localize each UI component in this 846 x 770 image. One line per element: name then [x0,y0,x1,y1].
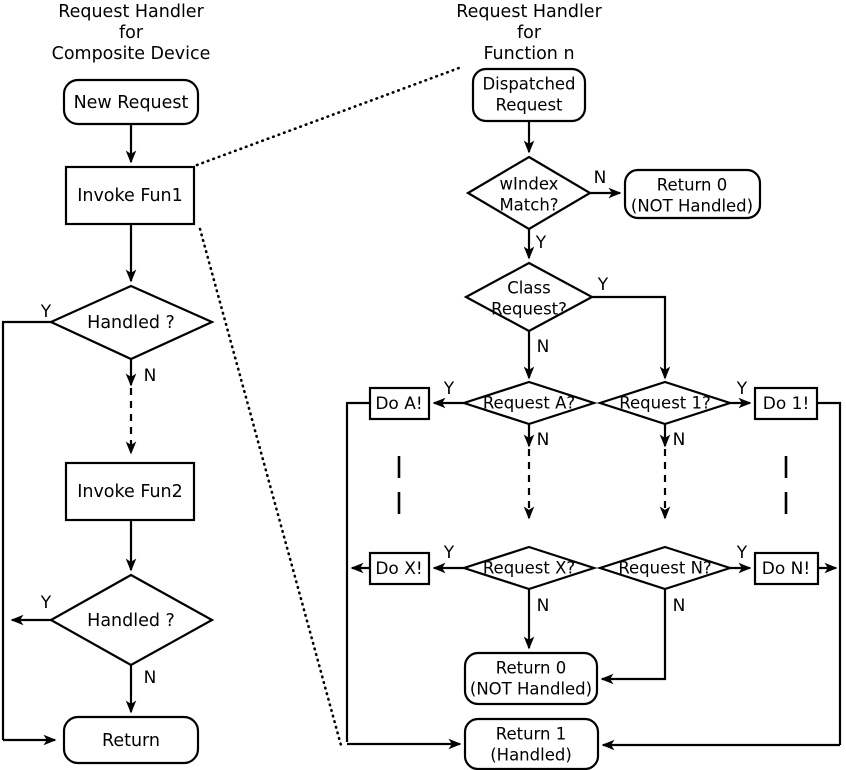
branch-label-requestn-y: Y [736,543,748,563]
node-do-x: Do X! [368,551,431,586]
node-return0-bottom-line1: Return 0 [496,659,567,678]
node-handled-1-label: Handled ? [87,313,175,333]
node-return1-line2: (Handled) [490,746,572,765]
edge-do1-to-right-bus [817,401,842,745]
node-return0-bottom: Return 0 (NOT Handled) [463,651,599,706]
node-return1-line1: Return 1 [496,725,567,744]
node-do-1: Do 1! [753,386,819,421]
branch-label-request1-y: Y [736,379,748,399]
title-left: Request Handler for Composite Device [52,2,211,64]
node-handled-1: Handled ? [48,284,215,361]
node-return0-bottom-line2: (NOT Handled) [470,680,592,699]
edge-handled1-yes-to-left-bus [1,320,51,740]
branch-label-windex-n: N [594,168,607,188]
node-invoke-fun2-label: Invoke Fun2 [77,482,183,502]
node-invoke-fun1: Invoke Fun1 [64,165,196,226]
branch-label-class-y: Y [597,275,609,295]
branch-label-handled1-n: N [144,366,157,386]
node-do-1-label: Do 1! [763,394,810,414]
node-return0-top: Return 0 (NOT Handled) [623,168,762,220]
node-request-x-label: Request X? [483,559,575,578]
node-return-left-label: Return [102,731,160,751]
node-return0-top-line1: Return 0 [657,176,728,195]
node-windex-match: wIndex Match? [465,155,593,231]
node-invoke-fun1-label: Invoke Fun1 [77,186,183,206]
title-right-line1: Request Handler [456,2,602,22]
node-do-n: Do N! [753,551,820,586]
branch-label-request1-n: N [673,430,686,450]
node-handled-2: Handled ? [48,573,215,667]
node-windex-match-line1: wIndex [500,175,559,194]
node-request-n: Request N? [596,545,734,591]
branch-label-handled2-y: Y [40,593,52,613]
node-request-a-label: Request A? [483,394,575,413]
branch-label-requesta-n: N [537,430,550,450]
node-request-n-label: Request N? [618,559,711,578]
node-dispatched-request-line1: Dispatched [482,75,575,94]
branch-label-class-n: N [537,337,550,357]
node-do-n-label: Do N! [762,559,810,579]
title-right: Request Handler for Function n [456,2,602,64]
branch-label-handled1-y: Y [40,302,52,322]
branch-label-requestn-n: N [673,596,686,616]
node-do-x-label: Do X! [375,559,422,579]
node-request-a: Request A? [460,380,598,426]
node-request-x: Request X? [460,545,598,591]
node-return0-top-line2: (NOT Handled) [631,197,753,216]
callout-line-top [195,66,461,167]
title-left-line3: Composite Device [52,44,211,64]
node-new-request: New Request [62,78,200,126]
node-return1: Return 1 (Handled) [463,717,600,770]
node-class-request-line1: Class [507,279,550,298]
node-return-left: Return [62,715,200,765]
node-handled-2-label: Handled ? [87,611,175,631]
title-right-line2: for [517,23,542,43]
edge-doa-to-left-bus [345,401,370,742]
node-new-request-label: New Request [74,93,189,113]
callout-line-bottom [198,227,344,751]
node-dispatched-request-line2: Request [495,96,563,115]
branch-label-requestx-n: N [537,596,550,616]
branch-label-requestx-y: Y [443,543,455,563]
node-class-request: Class Request? [463,261,595,333]
branch-label-handled2-n: N [144,668,157,688]
node-do-a: Do A! [368,386,431,421]
title-left-line1: Request Handler [58,2,204,22]
node-invoke-fun2: Invoke Fun2 [64,461,196,522]
edge-requestn-no-to-return0 [600,589,667,685]
branch-label-windex-y: Y [535,233,547,253]
node-request-1: Request 1? [596,380,734,426]
edge-class-yes-to-request1 [592,295,671,380]
node-dispatched-request: Dispatched Request [471,67,587,123]
node-do-a-label: Do A! [375,394,422,414]
title-right-line3: Function n [483,44,574,64]
title-left-line2: for [119,23,144,43]
node-class-request-line2: Request? [491,300,567,319]
node-request-1-label: Request 1? [619,394,711,413]
node-windex-match-line2: Match? [499,196,558,215]
branch-label-requesta-y: Y [443,379,455,399]
